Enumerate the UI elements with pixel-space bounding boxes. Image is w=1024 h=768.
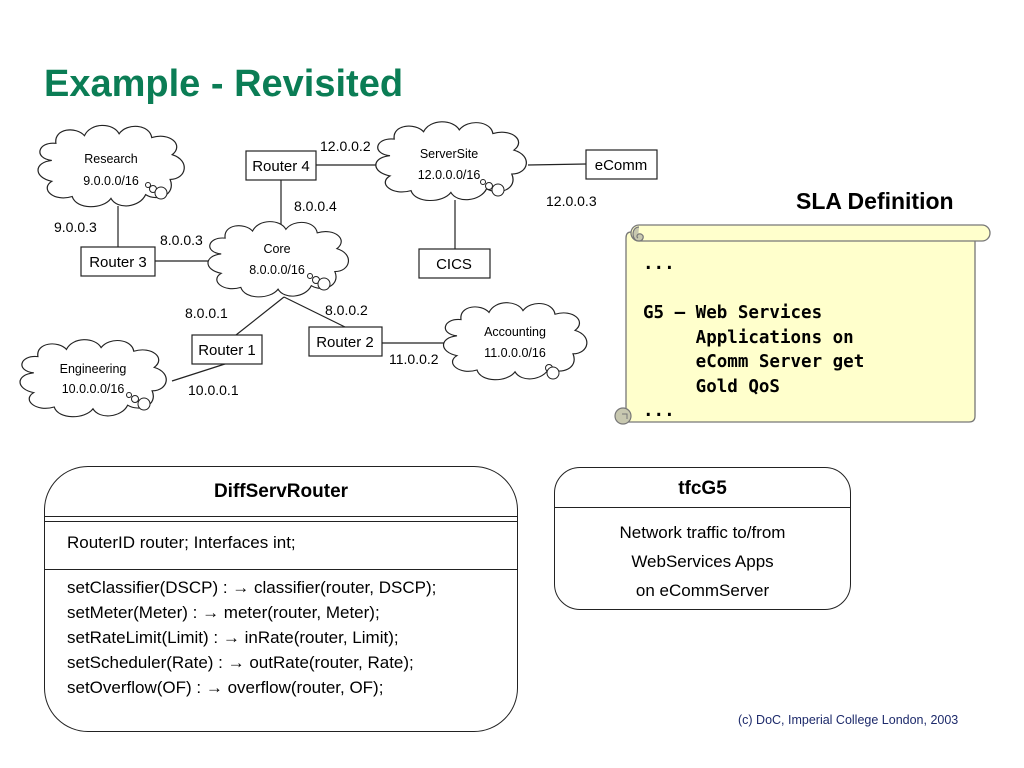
node-ecomm	[585, 149, 658, 180]
class-name: DiffServRouter	[213, 481, 349, 502]
operation: setRateLimit(Limit) : → inRate(router, L…	[67, 628, 399, 647]
copyright-footer: (c) DoC, Imperial College London, 2003	[738, 713, 959, 727]
cloud-subnet: 10.0.0.0/16	[62, 382, 125, 396]
cloud-label: Research	[84, 152, 138, 166]
operation: setClassifier(DSCP) : → classifier(route…	[67, 578, 437, 597]
class-attributes: RouterID router; Interfaces int;	[67, 533, 296, 552]
sla-title: SLA Definition	[796, 188, 954, 214]
scroll-bottom-curl	[614, 407, 632, 425]
ip-label: 10.0.0.1	[188, 382, 239, 398]
node-label: CICS	[436, 256, 472, 273]
divider	[45, 569, 517, 570]
operation: setOverflow(OF) : → overflow(router, OF)…	[67, 678, 384, 697]
node-cics	[418, 248, 491, 279]
node-router4	[245, 150, 317, 181]
tfcg5-class: tfcG5 Network traffic to/from WebService…	[554, 467, 851, 610]
cloud-label: ServerSite	[420, 147, 478, 161]
operation: setScheduler(Rate) : → outRate(router, R…	[67, 653, 414, 672]
cloud-subnet: 9.0.0.0/16	[83, 174, 139, 188]
description-line: on eCommServer	[635, 581, 770, 600]
node-label: Router 4	[252, 158, 310, 175]
ip-label: 12.0.0.2	[320, 138, 371, 154]
cloud-subnet: 12.0.0.0/16	[418, 168, 481, 182]
sla-scroll	[614, 224, 991, 425]
links	[117, 163, 587, 382]
node-router3	[80, 246, 156, 277]
ip-label: 9.0.0.3	[54, 219, 97, 235]
diffserv-router-class: DiffServRouter RouterID router; Interfac…	[44, 466, 518, 732]
node-label: Router 3	[89, 254, 147, 271]
ip-label: 8.0.0.2	[325, 302, 368, 318]
ip-label: 8.0.0.1	[185, 305, 228, 321]
link-router1-engineering	[171, 362, 229, 382]
divider	[45, 516, 517, 522]
link-core-router2	[283, 296, 346, 328]
node-label: Router 1	[198, 342, 256, 359]
scroll-curl-mark	[622, 413, 628, 419]
ip-label: 12.0.0.3	[546, 193, 597, 209]
cloud-label: Accounting	[484, 325, 546, 339]
link-core-router1	[235, 296, 285, 336]
cloud-label: Engineering	[60, 362, 127, 376]
description-line: WebServices Apps	[631, 552, 774, 571]
node-router2	[308, 326, 383, 357]
class-operations: setClassifier(DSCP) : → classifier(route…	[67, 575, 436, 700]
ip-label: 11.0.0.2	[389, 351, 439, 367]
ip-label: 8.0.0.3	[160, 232, 203, 248]
ip-label: 8.0.0.4	[294, 198, 337, 214]
node-label: Router 2	[316, 334, 374, 351]
description-line: Network traffic to/from	[619, 523, 786, 542]
slide-title: Example - Revisited	[44, 63, 404, 105]
cloud-subnet: 11.0.0.0/16	[484, 346, 546, 360]
divider	[555, 507, 850, 508]
scroll-body	[625, 231, 976, 423]
class-name: tfcG5	[678, 478, 727, 499]
node-label: eComm	[595, 157, 648, 174]
cloud-label: Core	[263, 242, 290, 256]
sla-definition-text: ... G5 – Web Services Applications on eC…	[643, 254, 865, 421]
scroll-top-curl	[632, 226, 644, 242]
cloud-subnet: 8.0.0.0/16	[249, 263, 305, 277]
class-description: Network traffic to/from WebServices Apps…	[555, 518, 850, 605]
link-serversite-ecomm	[527, 163, 587, 166]
bubble-decorations	[126, 179, 560, 411]
node-router1	[191, 334, 263, 365]
operation: setMeter(Meter) : → meter(router, Meter)…	[67, 603, 380, 622]
scroll-top-roll	[630, 224, 991, 242]
cloud-accounting	[442, 302, 588, 381]
